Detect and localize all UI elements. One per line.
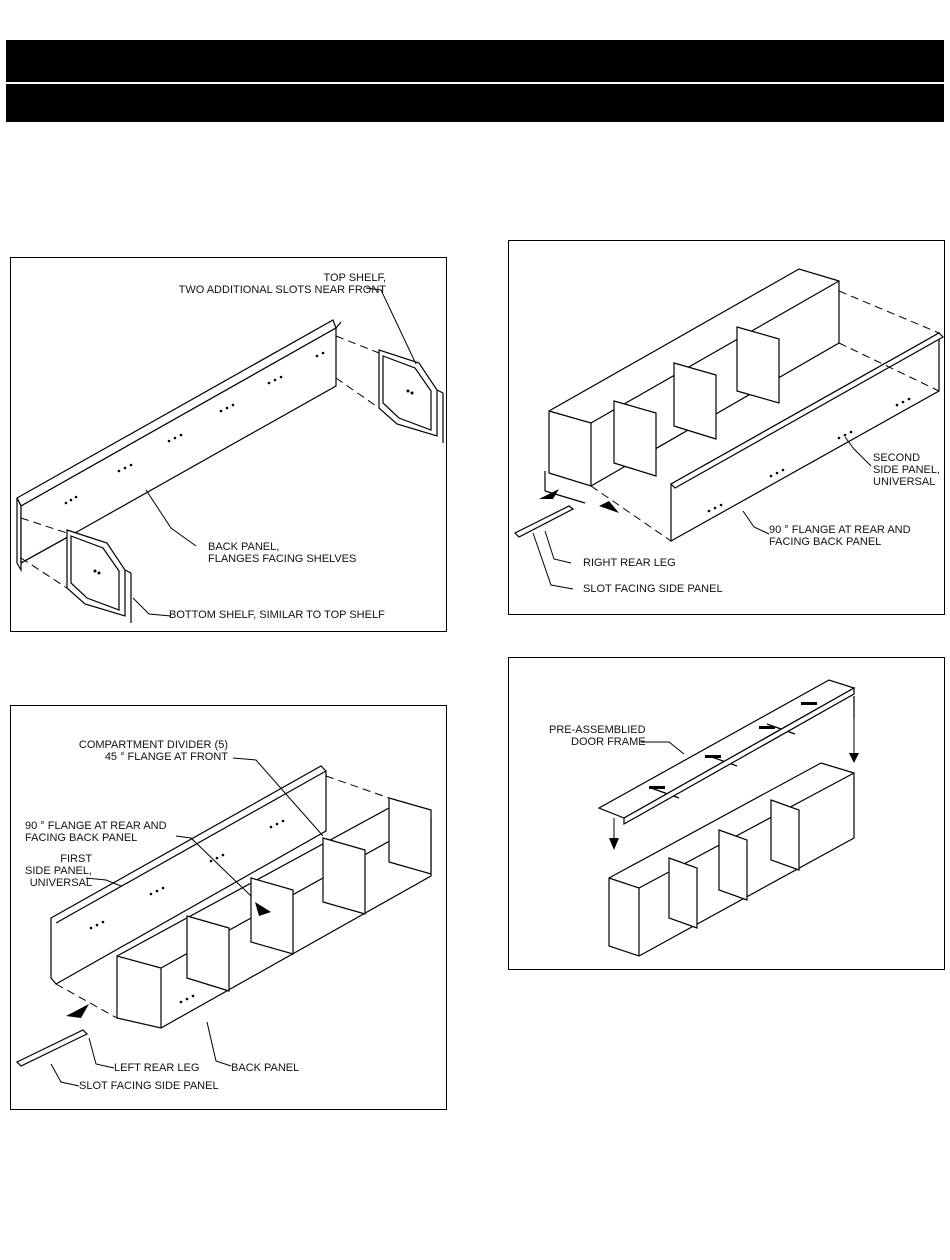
header-bar-bottom — [6, 84, 944, 122]
label-first-back-panel: BACK PANEL — [231, 1062, 300, 1074]
label-second-side-panel: SECOND SIDE PANEL, UNIVERSAL — [873, 452, 941, 488]
label-left-rear-leg: LEFT REAR LEG — [114, 1062, 200, 1074]
header-divider — [6, 82, 944, 84]
label-first-flange: 90 ° FLANGE AT REAR AND FACING BACK PANE… — [25, 820, 167, 844]
label-back-panel: BACK PANEL, FLANGES FACING SHELVES — [208, 541, 357, 565]
figure-second-side-panel: SECOND SIDE PANEL, UNIVERSAL 90 ° FLANGE… — [508, 240, 945, 615]
label-top-shelf: TOP SHELF, TWO ADDITIONAL SLOTS NEAR FRO… — [178, 272, 386, 296]
shelves-drawing — [16, 287, 444, 623]
label-compartment-divider: COMPARTMENT DIVIDER (5) 45 ° FLANGE AT F… — [78, 739, 228, 763]
label-right-rear-leg: RIGHT REAR LEG — [583, 557, 676, 569]
first-side-drawing — [15, 757, 432, 1087]
figure-first-side-panel: COMPARTMENT DIVIDER (5) 45 ° FLANGE AT F… — [10, 705, 447, 1110]
second-side-drawing — [513, 268, 944, 590]
label-second-flange: 90 ° FLANGE AT REAR AND FACING BACK PANE… — [769, 524, 911, 548]
label-first-slot: SLOT FACING SIDE PANEL — [79, 1080, 219, 1092]
figure-shelves: TOP SHELF, TWO ADDITIONAL SLOTS NEAR FRO… — [10, 257, 447, 632]
label-door-frame: PRE-ASSEMBLIED DOOR FRAME — [549, 724, 646, 748]
figure-door-frame: PRE-ASSEMBLIED DOOR FRAME — [508, 657, 945, 970]
label-first-side-panel: FIRST SIDE PANEL, UNIVERSAL — [25, 853, 93, 889]
label-bottom-shelf: BOTTOM SHELF, SIMILAR TO TOP SHELF — [169, 609, 385, 621]
door-frame-drawing — [597, 679, 859, 957]
header-bar-top — [6, 40, 944, 82]
label-second-slot: SLOT FACING SIDE PANEL — [583, 583, 723, 595]
